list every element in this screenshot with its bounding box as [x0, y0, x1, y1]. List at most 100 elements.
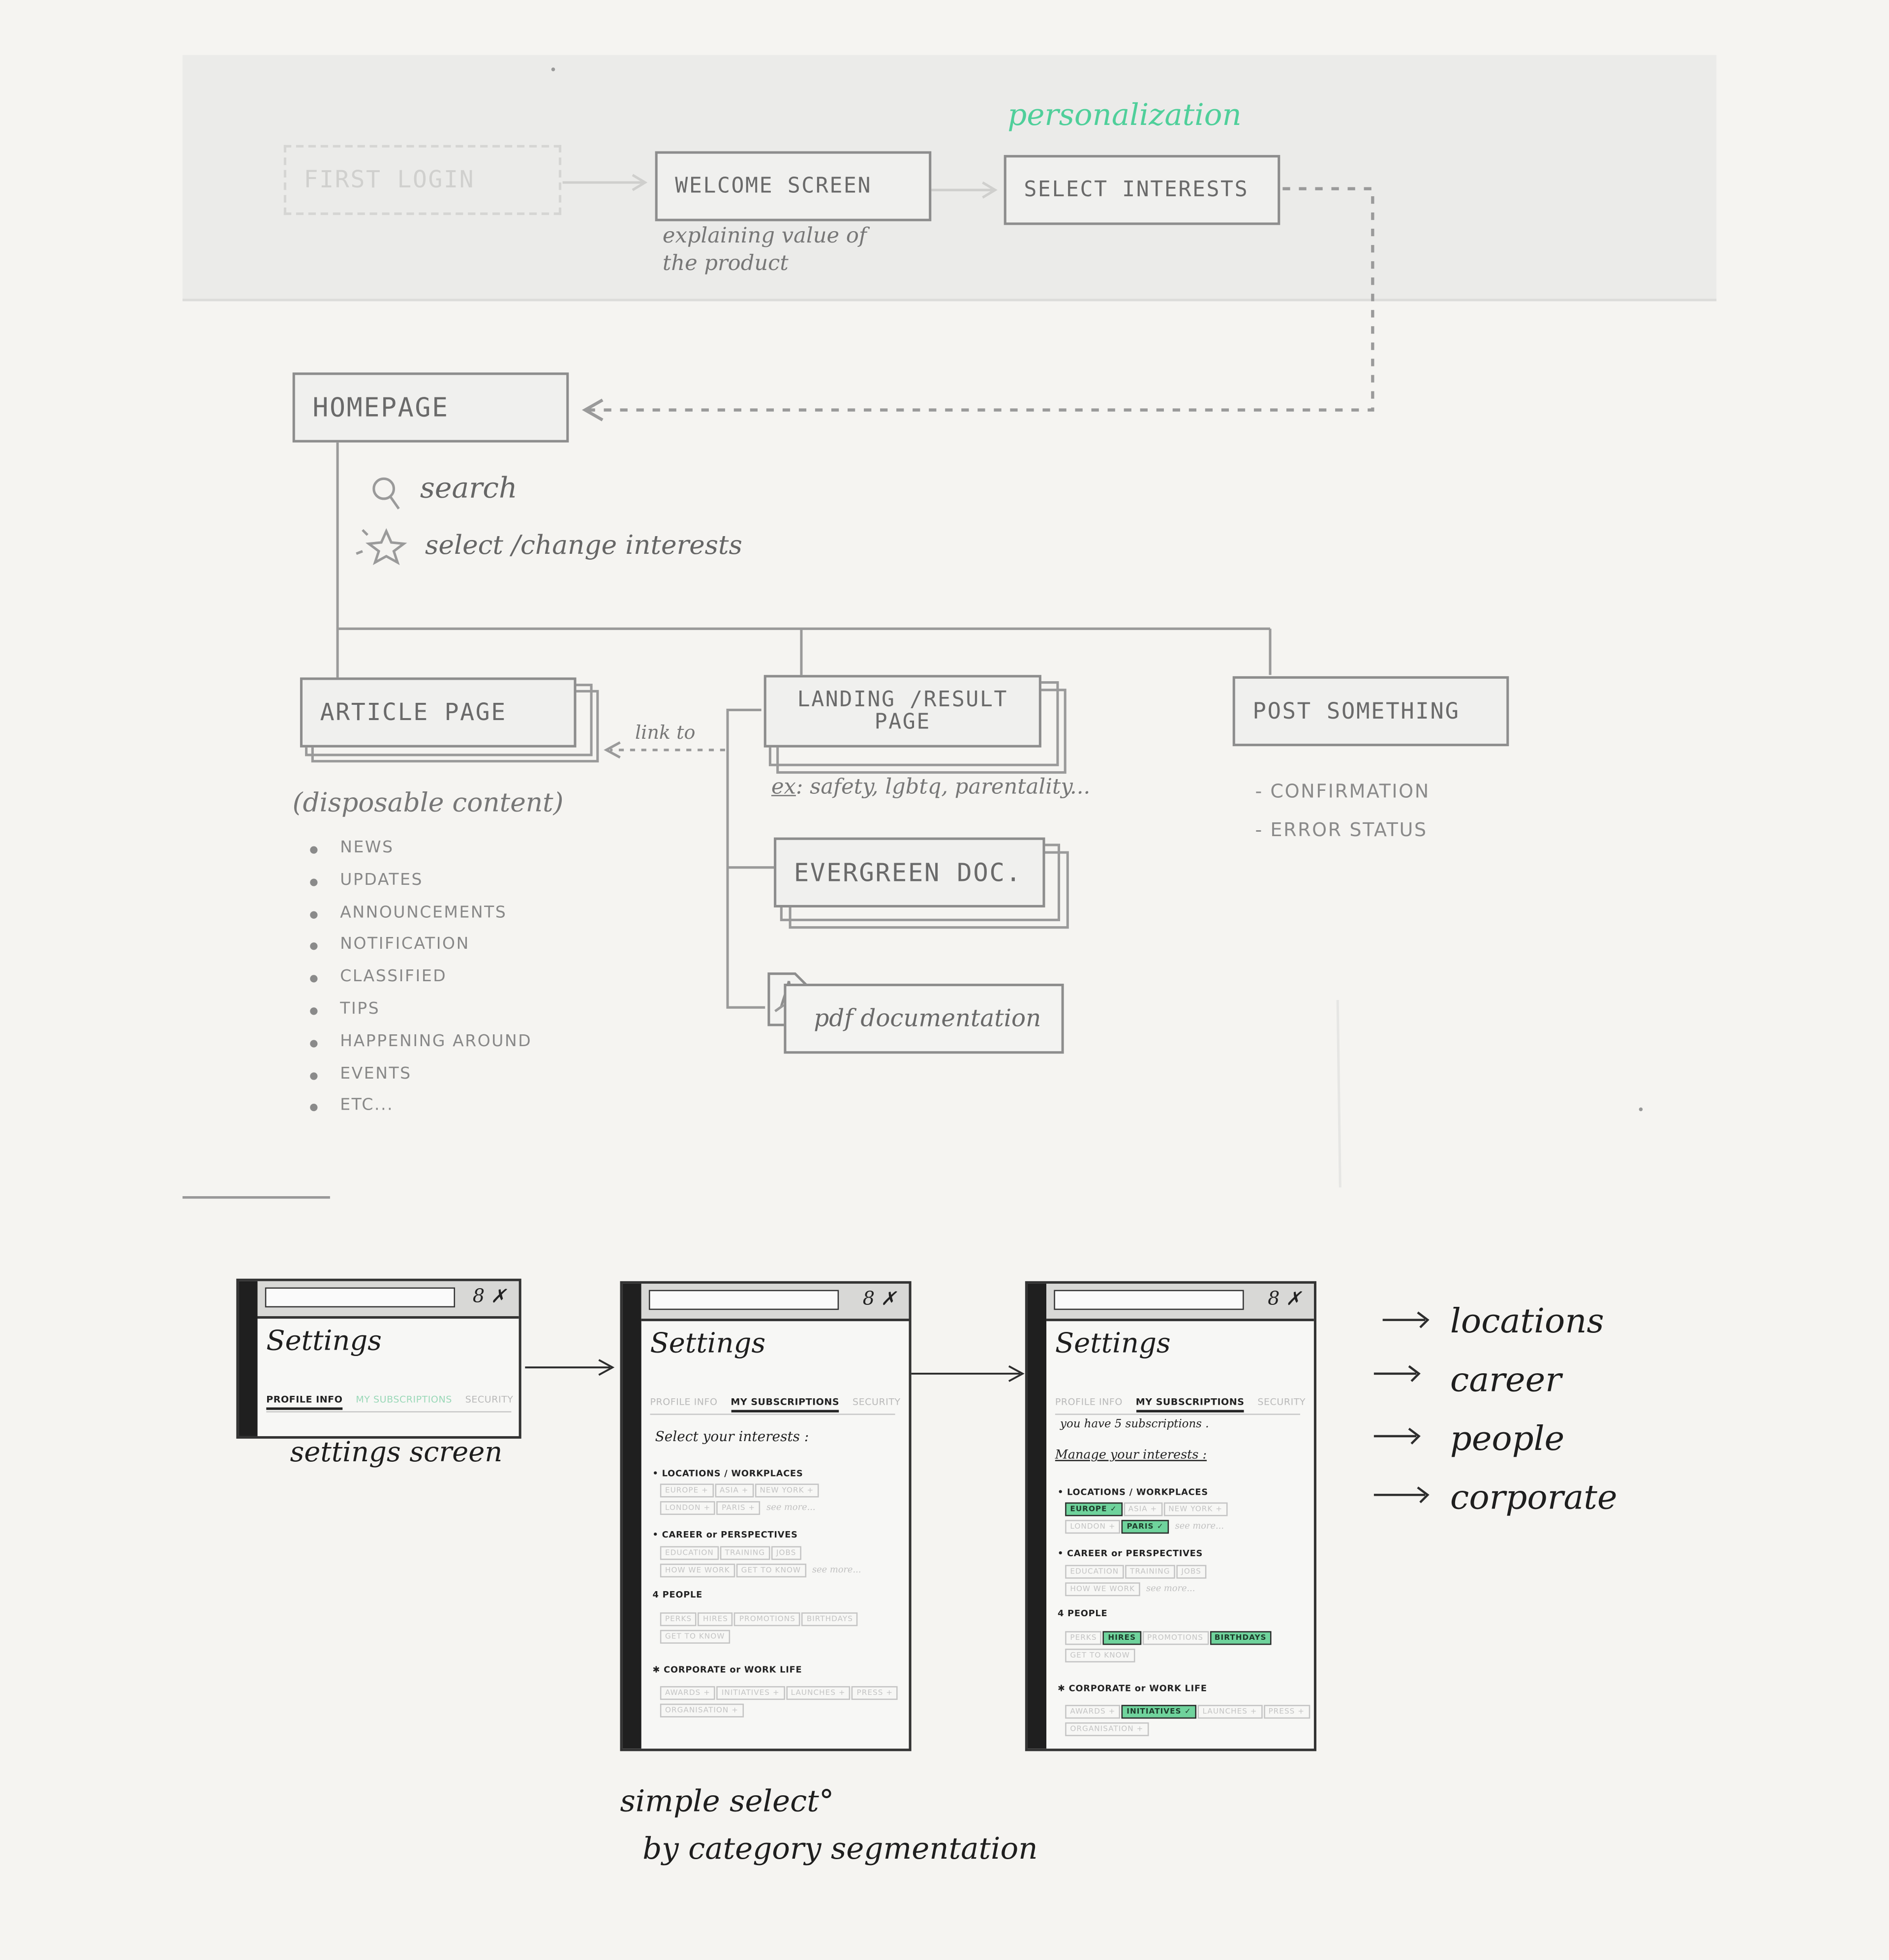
interest-chip[interactable]: HIRES [698, 1612, 733, 1627]
interest-chip-selected[interactable]: EUROPE ✓ [1065, 1502, 1122, 1516]
list-item: UPDATES [307, 871, 532, 904]
interest-chip[interactable]: NEW YORK + [1163, 1502, 1228, 1516]
chip-group-corporate: AWARDS +INITIATIVES ✓LAUNCHES +PRESS + O… [1065, 1705, 1311, 1740]
post-status-item: - CONFIRMATION [1255, 780, 1430, 803]
list-item: EVENTS [307, 1064, 532, 1097]
evergreen-doc-box[interactable]: EVERGREEN DOC. [774, 837, 1045, 907]
settings-mockup-3: 8 ✗ Settings PROFILE INFO MY SUBSCRIPTIO… [1025, 1281, 1316, 1751]
category-locations: • LOCATIONS / WORKPLACES [1057, 1487, 1208, 1498]
interest-chip[interactable]: LONDON + [1065, 1520, 1121, 1534]
interest-chip[interactable]: GET TO KNOW [736, 1564, 806, 1578]
post-something-box[interactable]: POST SOMETHING [1232, 676, 1509, 747]
interest-chip[interactable]: PROMOTIONS [1142, 1631, 1209, 1645]
interest-chip[interactable]: LAUNCHES + [1197, 1705, 1262, 1719]
interest-chip[interactable]: PROMOTIONS [734, 1612, 801, 1627]
interest-chip[interactable]: TRAINING [720, 1546, 770, 1560]
category-career: • CAREER or PERSPECTIVES [1057, 1548, 1203, 1559]
see-more-link[interactable]: see more... [1175, 1521, 1224, 1532]
settings-title: Settings [1055, 1328, 1171, 1360]
interest-chip[interactable]: LONDON + [660, 1501, 716, 1515]
interest-chip[interactable]: PERKS [1065, 1631, 1102, 1645]
interest-chip[interactable]: JOBS [771, 1546, 801, 1560]
interest-chip[interactable]: EDUCATION [1065, 1565, 1124, 1579]
category-corporate: ✱ CORPORATE or WORK LIFE [1057, 1684, 1207, 1694]
see-more-link[interactable]: see more... [1146, 1583, 1195, 1594]
caption-line: by category segmentation [642, 1831, 1038, 1867]
arrow-select-to-home [587, 187, 1374, 412]
interest-chip[interactable]: ASIA + [714, 1483, 754, 1498]
interest-chip-selected[interactable]: PARIS ✓ [1122, 1520, 1169, 1534]
select-interests-prompt: Select your interests : [655, 1428, 809, 1445]
search-input[interactable] [1054, 1290, 1244, 1310]
tab-profile-info[interactable]: PROFILE INFO [266, 1393, 343, 1410]
side-list-item: people [1450, 1419, 1565, 1459]
pdf-documentation-box[interactable]: pdf documentation [784, 984, 1064, 1054]
user-icons[interactable]: 8 ✗ [862, 1287, 897, 1310]
chip-group-locations: EUROPE ✓ASIA +NEW YORK + LONDON +PARIS ✓… [1065, 1502, 1229, 1538]
search-input[interactable] [265, 1287, 456, 1308]
search-input[interactable] [648, 1290, 839, 1310]
tab-security[interactable]: SECURITY [465, 1393, 514, 1405]
interest-chip[interactable]: ORGANISATION + [1065, 1722, 1149, 1736]
link-to-label: link to [635, 721, 696, 744]
interest-chip[interactable]: AWARDS + [1065, 1705, 1121, 1719]
interest-chip[interactable]: LAUNCHES + [786, 1686, 851, 1700]
select-interests-box[interactable]: SELECT INTERESTS [1004, 155, 1280, 225]
interest-chip[interactable]: NEW YORK + [755, 1483, 819, 1498]
user-icons[interactable]: 8 ✗ [472, 1285, 507, 1308]
chip-group-corporate: AWARDS +INITIATIVES +LAUNCHES +PRESS + O… [660, 1686, 899, 1721]
category-locations: • LOCATIONS / WORKPLACES [652, 1469, 803, 1479]
interest-chip-selected[interactable]: HIRES [1103, 1631, 1141, 1645]
interest-chip[interactable]: JOBS [1176, 1565, 1207, 1579]
interest-chip[interactable]: PARIS + [716, 1501, 761, 1515]
tab-security[interactable]: SECURITY [1257, 1396, 1306, 1408]
tab-my-subscriptions[interactable]: MY SUBSCRIPTIONS [356, 1393, 452, 1405]
interest-chip[interactable]: GET TO KNOW [660, 1629, 730, 1644]
home-select-text: select /change interests [425, 530, 742, 560]
mockup-side-rail [1027, 1283, 1047, 1749]
interest-chip[interactable]: ASIA + [1123, 1502, 1162, 1516]
interest-chip[interactable]: AWARDS + [660, 1686, 716, 1700]
see-more-link[interactable]: see more... [766, 1502, 816, 1512]
see-more-link[interactable]: see more... [812, 1565, 861, 1575]
landing-result-box[interactable]: LANDING /RESULT PAGE [763, 675, 1041, 748]
tab-my-subscriptions[interactable]: MY SUBSCRIPTIONS [731, 1396, 840, 1413]
mockup-top-bar: 8 ✗ [641, 1283, 909, 1322]
interest-chip[interactable]: BIRTHDAYS [801, 1612, 858, 1627]
post-status-text: CONFIRMATION [1270, 780, 1430, 803]
personalization-label: personalization [1007, 97, 1242, 133]
first-login-box[interactable]: FIRST LOGIN [283, 145, 562, 215]
interest-chip-selected[interactable]: INITIATIVES ✓ [1122, 1705, 1196, 1719]
article-note: (disposable content) [292, 787, 564, 818]
landing-example-label: ex [771, 775, 796, 800]
interest-chip[interactable]: PERKS [660, 1612, 697, 1627]
interest-chip[interactable]: INITIATIVES + [716, 1686, 785, 1700]
interest-chip[interactable]: EDUCATION [660, 1546, 719, 1560]
interest-chip[interactable]: PRESS + [852, 1686, 898, 1700]
article-page-box[interactable]: ARTICLE PAGE [300, 677, 577, 748]
interest-chip[interactable]: PRESS + [1263, 1705, 1310, 1719]
interest-chip[interactable]: HOW WE WORK [1065, 1582, 1140, 1597]
interest-chip[interactable]: TRAINING [1125, 1565, 1175, 1579]
side-list-item: career [1450, 1361, 1562, 1400]
interest-chip[interactable]: HOW WE WORK [660, 1564, 735, 1578]
post-status-list: - CONFIRMATION - ERROR STATUS [1255, 773, 1430, 850]
interest-chip[interactable]: GET TO KNOW [1065, 1648, 1135, 1662]
tab-underline [1055, 1414, 1300, 1415]
settings-tabs: PROFILE INFO MY SUBSCRIPTIONS SECURITY [266, 1393, 518, 1410]
homepage-box[interactable]: HOMEPAGE [292, 372, 569, 443]
user-icons[interactable]: 8 ✗ [1268, 1287, 1302, 1310]
tab-profile-info[interactable]: PROFILE INFO [1055, 1396, 1123, 1408]
stray-dot [1639, 1107, 1643, 1112]
landing-bracket [726, 708, 765, 1009]
welcome-screen-box[interactable]: WELCOME SCREEN [655, 151, 932, 221]
interest-chip[interactable]: ORGANISATION + [660, 1703, 744, 1718]
tab-profile-info[interactable]: PROFILE INFO [650, 1396, 718, 1408]
interest-chip-selected[interactable]: BIRTHDAYS [1209, 1631, 1272, 1645]
interest-chip[interactable]: EUROPE + [660, 1483, 714, 1498]
caption-simple-select: simple select° by category segmentation [620, 1778, 1037, 1872]
tab-my-subscriptions[interactable]: MY SUBSCRIPTIONS [1135, 1396, 1245, 1413]
tab-security[interactable]: SECURITY [853, 1396, 901, 1408]
